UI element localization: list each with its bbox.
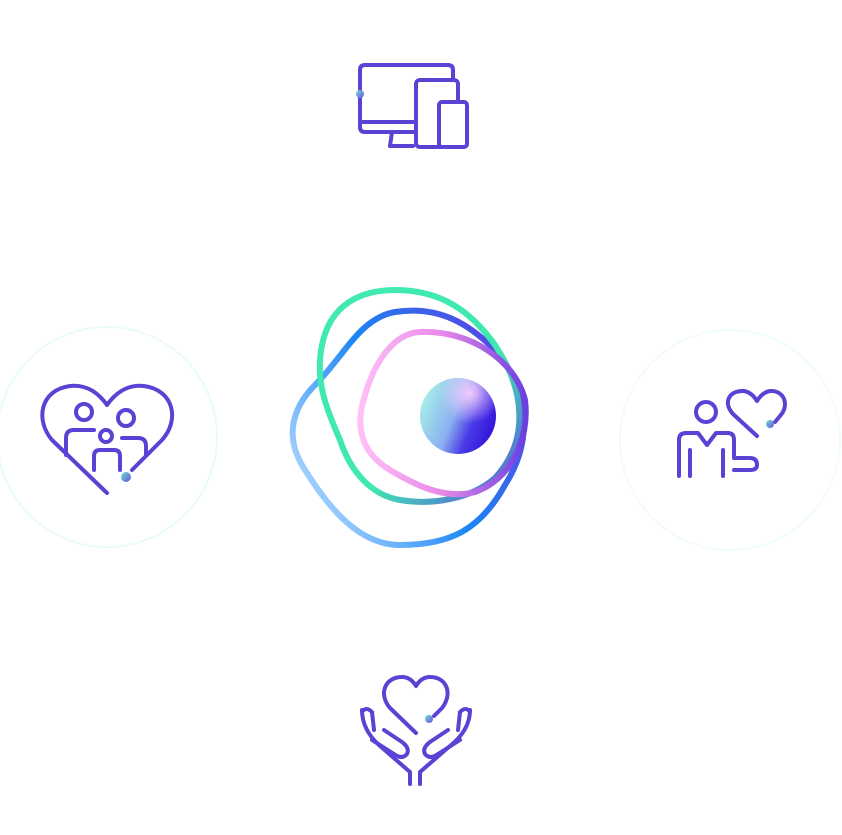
blob-pink — [357, 328, 529, 498]
center-logo — [289, 286, 529, 549]
hands-heart-icon — [360, 675, 472, 786]
devices-icon — [356, 63, 469, 149]
faint-circle — [0, 326, 218, 548]
blob-green — [316, 286, 523, 505]
family-heart-icon — [40, 383, 175, 495]
caregiver-heart-icon — [677, 388, 787, 478]
faint-circle — [619, 329, 841, 551]
